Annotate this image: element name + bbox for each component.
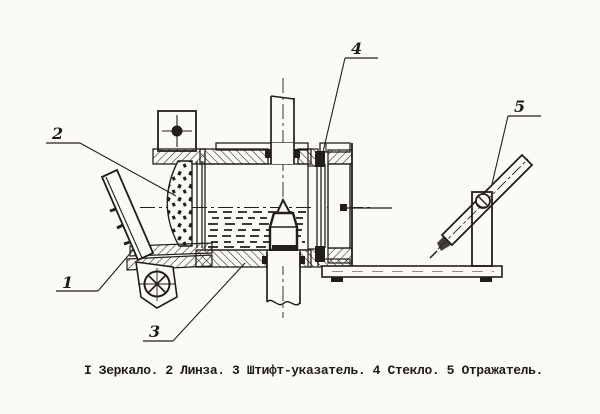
pivot-screw [475,193,491,209]
callout-5-reflector: 5 [491,97,541,185]
top-tube [265,95,300,164]
glass-window [316,164,326,248]
callout-3-pin: 3 [143,262,246,342]
callout-1-mirror: 1 [56,249,134,292]
pin-pointer [268,197,299,252]
mirror-adjustment-knob [135,261,178,309]
leader-line [322,57,346,153]
callout-number: 1 [62,273,73,292]
callout-2-lens: 2 [46,124,177,197]
bottom-tube [262,251,305,306]
reflector-assembly [429,153,534,267]
leader-line [172,262,246,342]
mirror-bar [100,168,155,262]
callout-number: 5 [514,97,525,116]
lens-mount-assembly [126,110,213,271]
mirror-assembly [100,168,178,309]
leader-line [491,115,509,185]
screw-crosshair-icon [162,115,192,147]
base-plate [321,265,503,282]
callout-4-glass: 4 [322,39,378,153]
figure-caption: I Зеркало. 2 Линза. 3 Штифт-указатель. 4… [84,363,543,378]
callout-number: 4 [351,39,362,58]
glass-window-assembly [307,142,392,268]
axis-datum-mark [340,204,392,211]
callout-number: 2 [51,124,63,143]
leader-line [79,142,177,197]
reflector-post [471,191,493,267]
leader-line [97,249,134,292]
lens [166,160,203,248]
callout-number: 3 [149,322,160,341]
